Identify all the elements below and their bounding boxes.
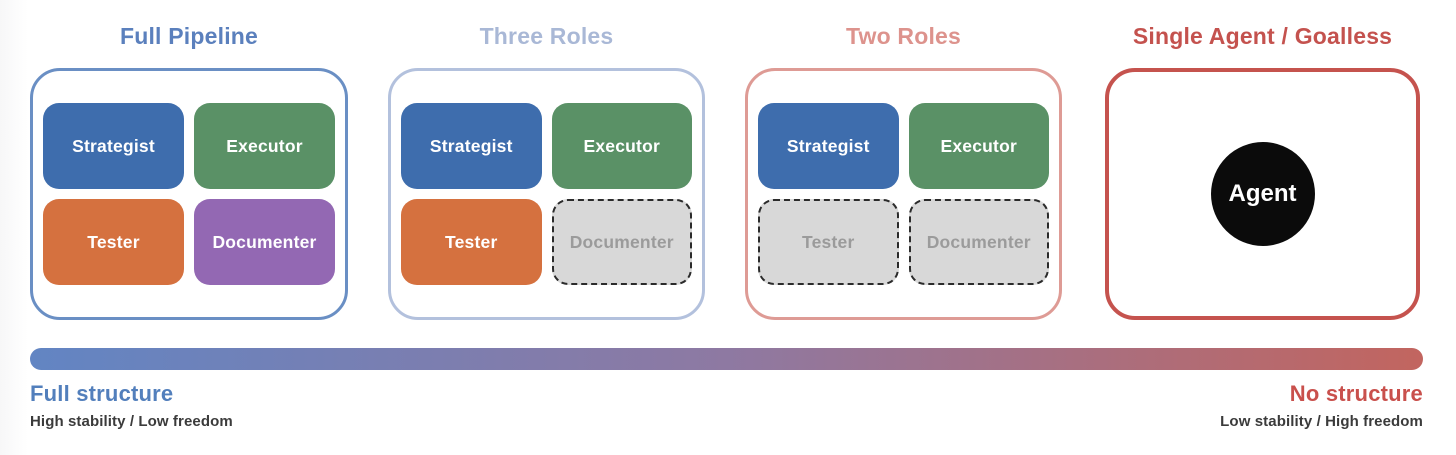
spectrum-gradient-bar: [30, 348, 1423, 370]
panel-title-three-roles: Three Roles: [479, 23, 614, 49]
role-box-documenter-disabled: Documenter: [908, 199, 1049, 285]
role-box-strategist: Strategist: [758, 103, 899, 189]
panel-column-single-agent: Single Agent / Goalless Agent: [1105, 22, 1420, 320]
spectrum-left-labels: Full structure High stability / Low free…: [30, 381, 233, 431]
role-box-tester-disabled: Tester: [758, 199, 899, 285]
panel-column-full-pipeline: Full Pipeline Strategist Executor Tester…: [30, 22, 348, 320]
no-structure-sublabel: Low stability / High freedom: [1220, 413, 1423, 430]
role-box-tester: Tester: [401, 199, 542, 285]
full-structure-label: Full structure: [30, 381, 174, 406]
role-box-strategist: Strategist: [43, 103, 184, 189]
role-box-strategist: Strategist: [401, 103, 542, 189]
panel-column-three-roles: Three Roles Strategist Executor Tester D…: [388, 22, 705, 320]
role-box-executor: Executor: [551, 103, 692, 189]
panel-title-single-agent: Single Agent / Goalless: [1132, 23, 1393, 49]
panel-two-roles: Strategist Executor Tester Documenter: [745, 68, 1062, 320]
panel-three-roles: Strategist Executor Tester Documenter: [388, 68, 705, 320]
role-box-documenter-disabled: Documenter: [551, 199, 692, 285]
role-box-documenter: Documenter: [194, 199, 335, 285]
no-structure-label: No structure: [1289, 381, 1423, 406]
panel-full-pipeline: Strategist Executor Tester Documenter: [30, 68, 348, 320]
role-box-executor: Executor: [194, 103, 335, 189]
role-box-executor: Executor: [908, 103, 1049, 189]
full-structure-sublabel: High stability / Low freedom: [30, 413, 233, 430]
panel-title-full-pipeline: Full Pipeline: [119, 23, 259, 49]
role-box-tester: Tester: [43, 199, 184, 285]
panel-title-two-roles: Two Roles: [845, 23, 962, 49]
spectrum-right-labels: No structure Low stability / High freedo…: [1220, 381, 1423, 431]
panel-single-agent: Agent: [1105, 68, 1420, 320]
agent-circle: Agent: [1210, 142, 1315, 246]
panel-column-two-roles: Two Roles Strategist Executor Tester Doc…: [745, 22, 1062, 320]
